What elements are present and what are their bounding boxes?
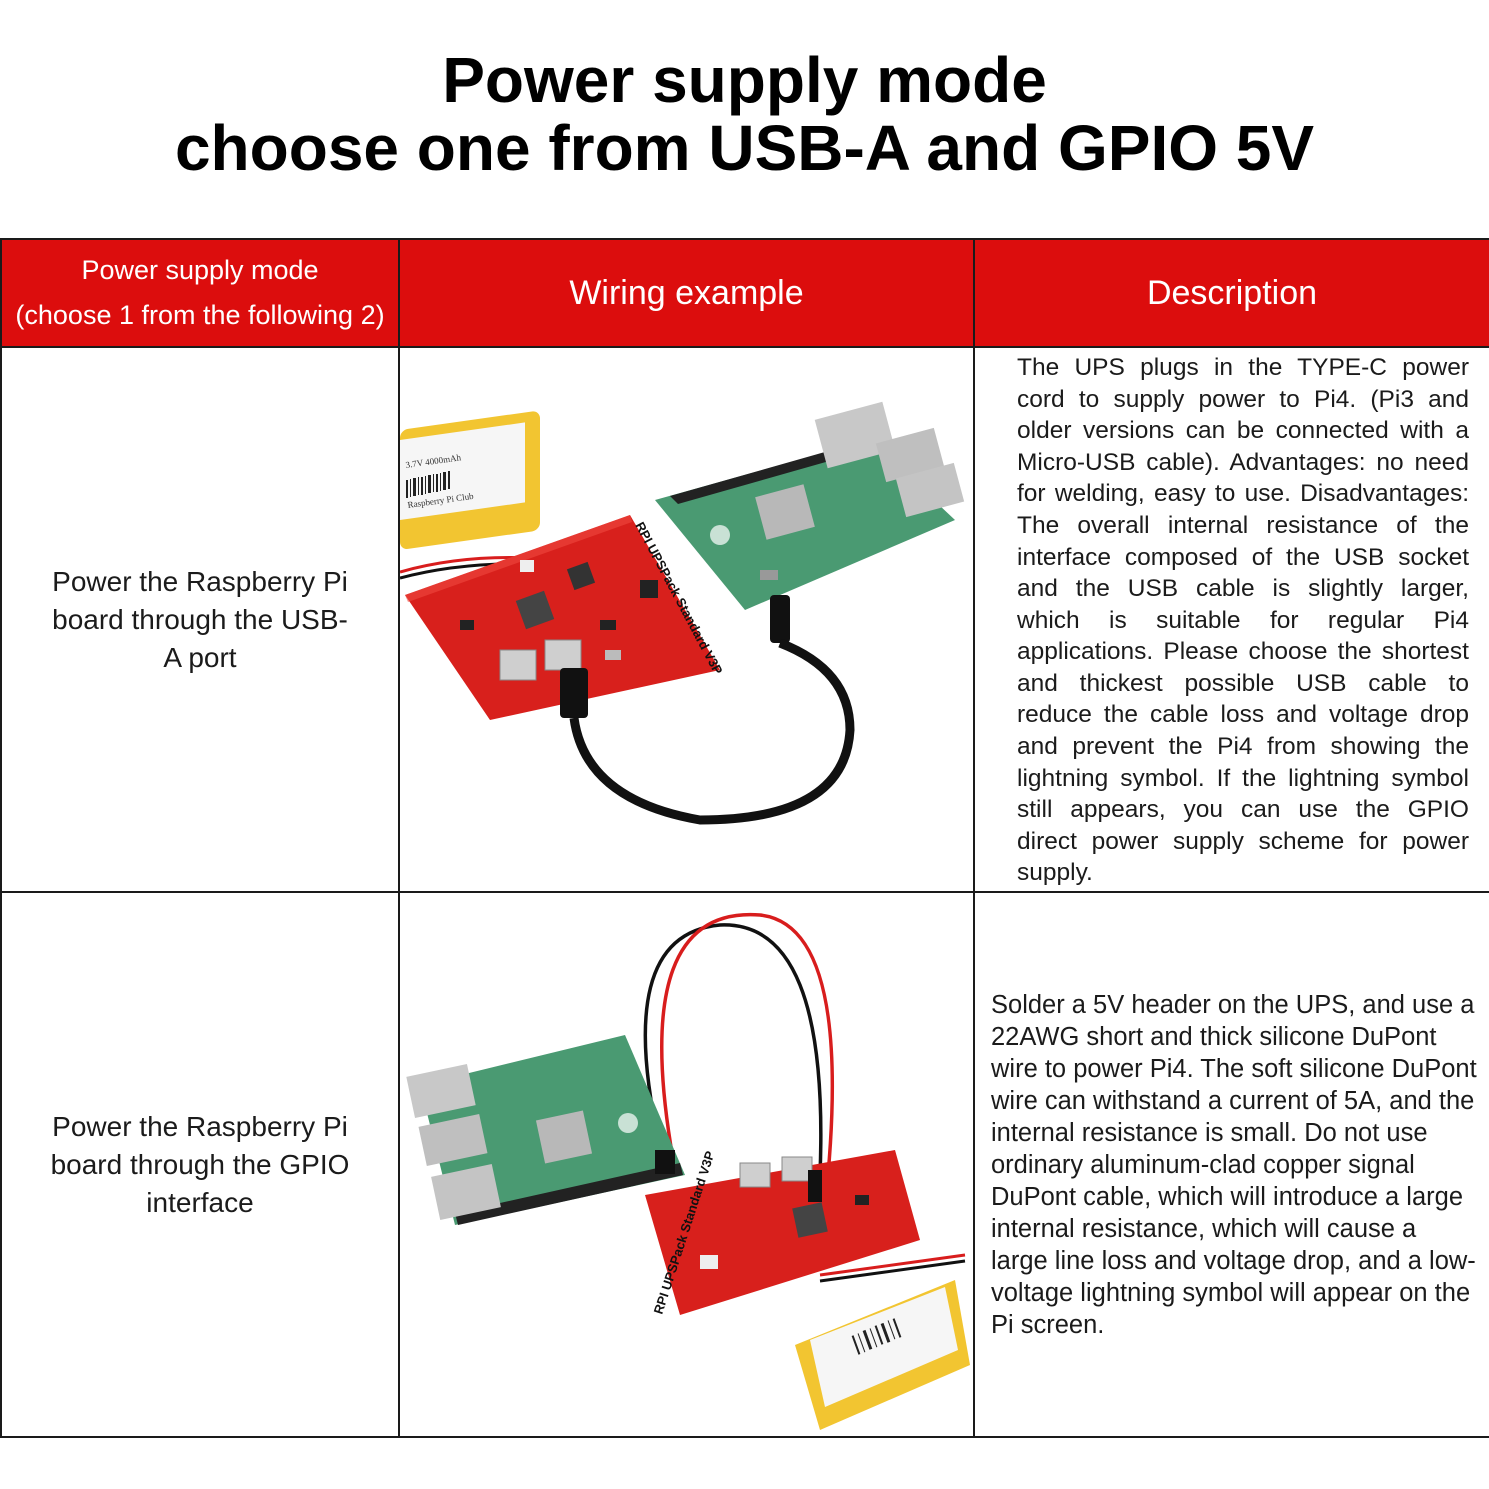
table-row: Power the Raspberry Pi board through the… xyxy=(0,346,1489,893)
header-mode-line-2: (choose 1 from the following 2) xyxy=(15,300,385,330)
description-usb-a: The UPS plugs in the TYPE-C power cord t… xyxy=(1017,353,1469,887)
usb-wiring-illustration: 3.7V 4000mAh Raspberry Pi Club xyxy=(400,401,965,825)
usb-cable xyxy=(560,594,855,825)
header-wiring-example: Wiring example xyxy=(398,238,975,348)
battery-icon: 3.7V 4000mAh Raspberry Pi Club xyxy=(400,410,540,549)
power-mode-table: Power supply mode (choose 1 from the fol… xyxy=(0,238,1489,1438)
title-line-2: choose one from USB-A and GPIO 5V xyxy=(174,112,1315,184)
mode-usb-a: Power the Raspberry Pi board through the… xyxy=(52,565,348,673)
mode-gpio: Power the Raspberry Pi board through the… xyxy=(50,1110,350,1218)
raspberry-pi-board xyxy=(655,401,965,610)
table-row: Power the Raspberry Pi board through the… xyxy=(0,891,1489,1438)
table-header-row: Power supply mode (choose 1 from the fol… xyxy=(0,238,1489,348)
wiring-image-gpio: RPI UPSPack Standard V3P xyxy=(398,891,975,1438)
battery-icon xyxy=(795,1279,970,1430)
title-line-1: Power supply mode xyxy=(442,44,1047,116)
header-description: Description xyxy=(973,238,1489,348)
ups-board: RPI UPSPack Standard V3P xyxy=(645,1148,920,1315)
wiring-image-usb: 3.7V 4000mAh Raspberry Pi Club xyxy=(398,346,975,893)
page-title: Power supply mode choose one from USB-A … xyxy=(0,46,1489,182)
description-gpio: Solder a 5V header on the UPS, and use a… xyxy=(991,990,1477,1339)
header-power-supply-mode: Power supply mode (choose 1 from the fol… xyxy=(0,238,400,348)
ups-board: RPI UPSPack Standard V3P xyxy=(405,514,726,720)
gpio-wiring-illustration: RPI UPSPack Standard V3P xyxy=(406,912,970,1430)
header-mode-line-1: Power supply mode xyxy=(81,255,319,285)
raspberry-pi-board xyxy=(406,1034,685,1225)
